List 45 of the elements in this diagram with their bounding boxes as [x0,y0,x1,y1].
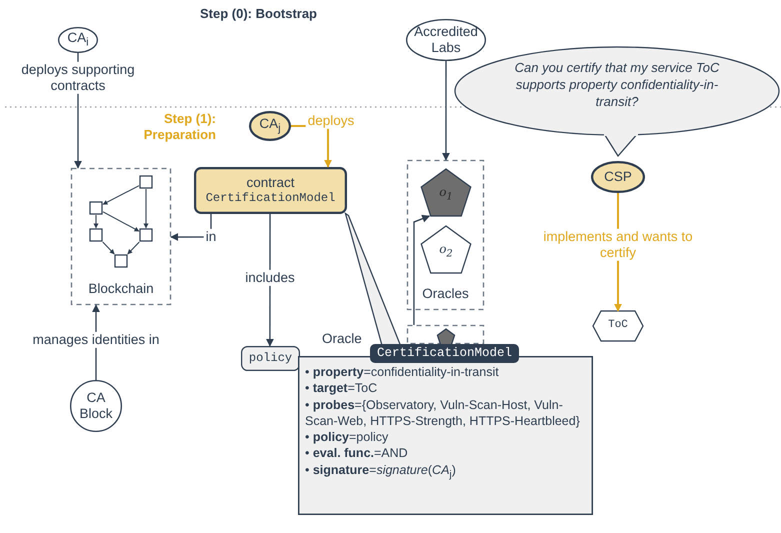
contract-kind: contract [246,175,295,192]
attribute-line: • policy=policy [305,429,390,446]
target-name: ToC [608,319,628,333]
step-heading: Step (0): Bootstrap [200,6,317,22]
oracle-label: o$_{2}$ [439,242,453,260]
question-text: Can you certify that my service ToC supports property confidentiality-in-transit? [514,60,720,111]
oracles-container [407,160,484,310]
container-label: Blockchain [88,280,154,297]
entity-name: CA Block [78,390,114,422]
arrow [170,214,212,242]
arrow [413,214,430,325]
oracle-pentagon [434,328,458,342]
entity-ellipse [249,111,291,141]
edge-label: deploys [306,112,356,130]
entity-circle [70,380,122,432]
entity-ellipse [406,19,486,61]
entity-ellipse [591,161,645,193]
oracles-container [407,325,484,344]
container-label: Oracles [422,286,469,302]
entity-name: CA$_{i}$ [67,30,89,50]
edge-label: includes [243,270,297,286]
oracle-pentagon [421,168,471,216]
entity-ellipse [58,27,98,53]
entity-name: CSP [604,168,632,186]
arrow [266,214,274,347]
policy-name: policy [248,351,292,366]
target-hexagon [593,311,643,341]
oracle-label: o$_{1}$ [439,184,453,204]
step-heading: Step (1): Preparation [142,111,216,142]
attribute-line: • property=confidentiality-in-transit [305,364,500,380]
blockchain-container [71,168,171,305]
oracle-pentagon [421,225,471,273]
attribute-line: • eval. func.=AND [305,445,409,462]
arrow [442,61,450,161]
edge-label: implements and wants to certify [541,228,695,262]
note-text: Oracle [322,331,362,348]
contract-name: CertificationModel [206,191,336,206]
attribute-line: • signature=signature(CA$_{j}$) [305,462,457,482]
entity-name: Accredited Labs [413,24,479,56]
contract-box [194,167,347,214]
attribute-line: • target=ToC [305,380,378,396]
edge-label: manages identities in [30,332,162,348]
popup-header: CertificationModel [370,344,520,363]
entity-name: CA$_{j}$ [259,116,281,136]
policy-box [241,346,300,371]
